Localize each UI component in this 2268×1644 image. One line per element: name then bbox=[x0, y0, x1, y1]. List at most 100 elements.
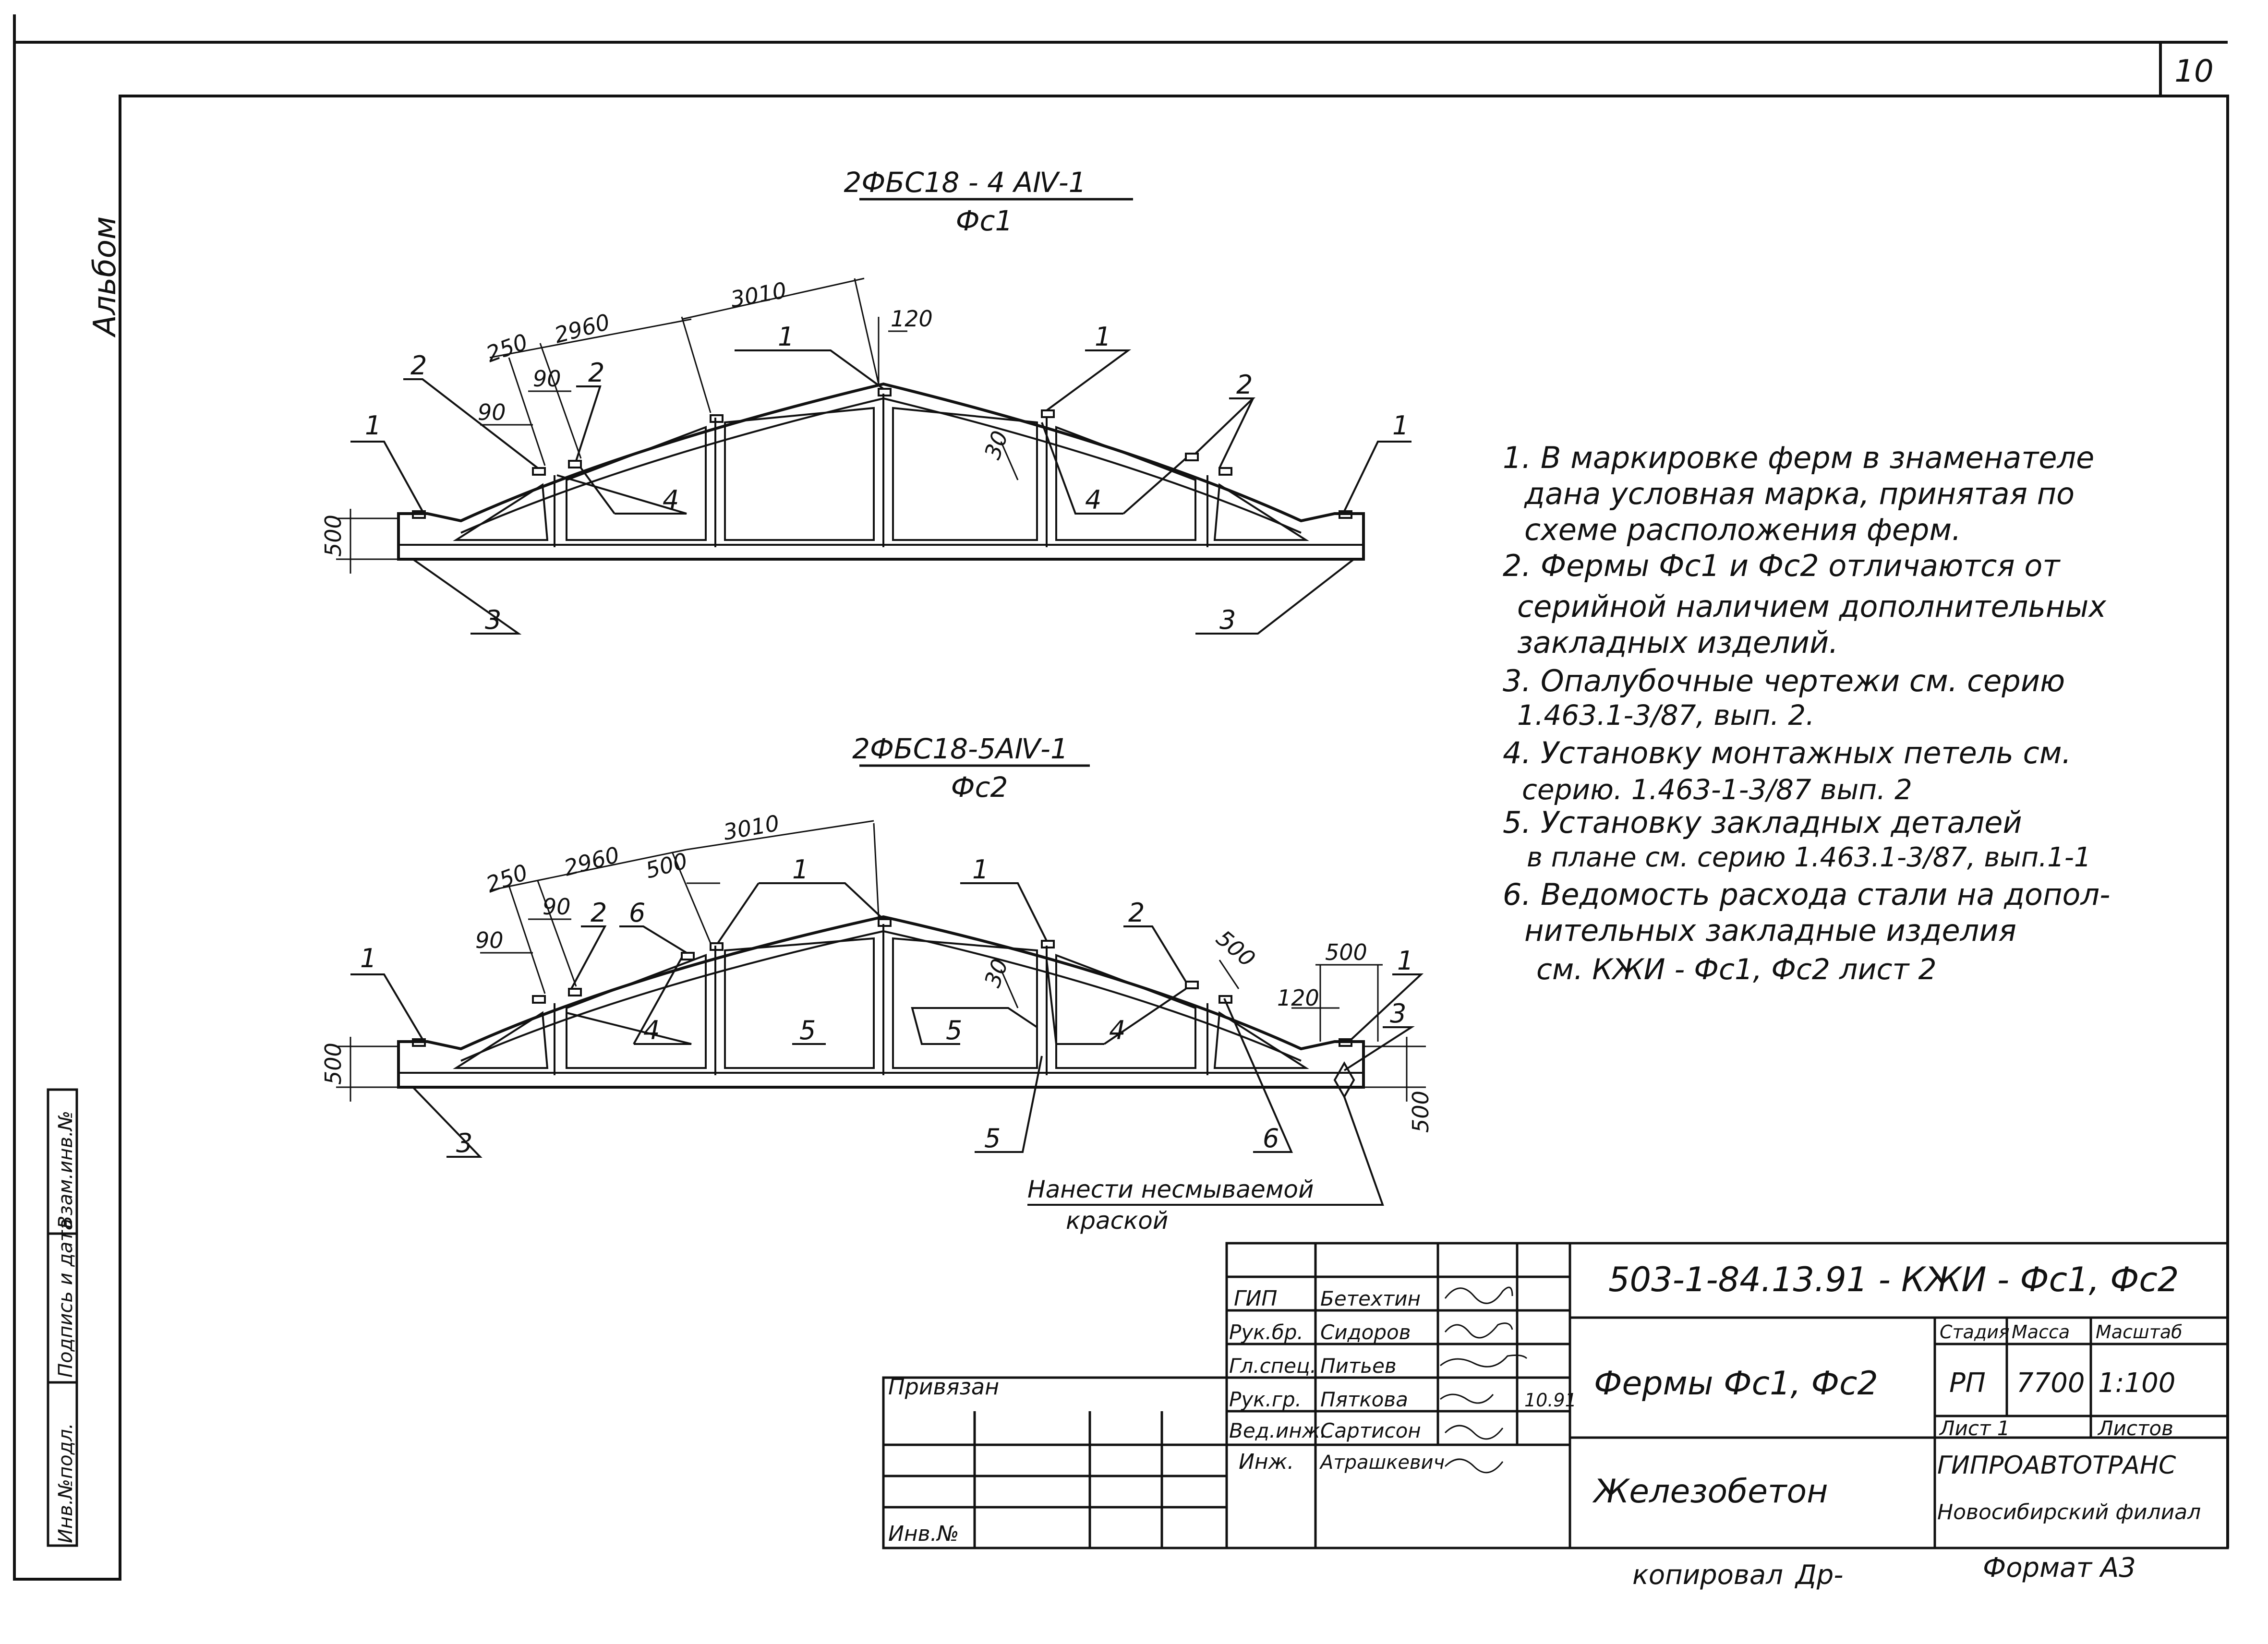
note-line-5: серийной наличием дополнительных bbox=[1517, 589, 2107, 624]
inv-label: Инв.№ bbox=[888, 1522, 959, 1546]
note-line-1: 1. В маркировке ферм в знаменателе bbox=[1503, 440, 2094, 475]
truss-1-dim-90b: 90 bbox=[533, 366, 561, 392]
truss-2-dim-500c: 500 bbox=[1325, 939, 1367, 965]
doc-code: 503-1-84.13.91 - КЖИ - Фс1, Фс2 bbox=[1608, 1260, 2179, 1299]
note-line-13: 6. Ведомость расхода стали на допол- bbox=[1503, 877, 2110, 912]
truss-2-callout-1b: 1 bbox=[792, 854, 808, 885]
truss-1-callout-3a: 3 bbox=[485, 605, 501, 635]
name-2: Сидоров bbox=[1320, 1320, 1411, 1344]
truss-1-dim-90a: 90 bbox=[478, 399, 506, 425]
truss-2-dim-120: 120 bbox=[1277, 985, 1319, 1011]
scale-value: 1:100 bbox=[2098, 1368, 2175, 1399]
name-5: Сартисон bbox=[1320, 1419, 1421, 1442]
truss-1-sub: Фс1 bbox=[956, 204, 1013, 237]
truss-1-callout-2b: 2 bbox=[588, 358, 604, 388]
role-ruk-gr: Рук.гр. bbox=[1229, 1388, 1302, 1411]
truss-2-dim-500-right: 500 bbox=[1408, 1091, 1434, 1133]
truss-1-callout-2a: 2 bbox=[410, 350, 427, 381]
truss-2-dim-2960: 2960 bbox=[561, 841, 622, 881]
name-4: Пяткова bbox=[1320, 1388, 1408, 1411]
truss-1-dim-2960: 2960 bbox=[552, 309, 613, 348]
org-name: ГИПРОАВТОТРАНС bbox=[1937, 1451, 2176, 1480]
notes-block: 1. В маркировке ферм в знаменателе дана … bbox=[1503, 440, 2110, 986]
paint-note-line-2: краской bbox=[1066, 1207, 1168, 1235]
title-block bbox=[882, 1242, 2229, 1549]
format-label: Формат А3 bbox=[1983, 1552, 2136, 1584]
truss-2-dim-250: 250 bbox=[483, 859, 531, 898]
stage-label: Стадия bbox=[1940, 1321, 2010, 1343]
note-line-3: схеме расположения ферм. bbox=[1524, 512, 1961, 547]
truss-1-dim-120: 120 bbox=[891, 306, 933, 332]
truss-1-callout-1b: 1 bbox=[778, 322, 794, 352]
note-line-11: 5. Установку закладных деталей bbox=[1503, 805, 2022, 840]
truss-2-callout-1d: 1 bbox=[1397, 946, 1413, 976]
truss-2-sub: Фс2 bbox=[951, 771, 1008, 804]
attached-label: Привязан bbox=[888, 1374, 999, 1400]
sheet-frame bbox=[13, 14, 2229, 1581]
sheets-label: Листов bbox=[2097, 1416, 2173, 1440]
role-ruk-br: Рук.бр. bbox=[1229, 1320, 1303, 1344]
stamp-inv-podl: Инв.№подл. bbox=[55, 1423, 77, 1543]
truss-1-dim-3010: 3010 bbox=[729, 277, 789, 312]
stamp-signature-date: Подпись и дата bbox=[55, 1219, 77, 1378]
name-3: Питьев bbox=[1320, 1354, 1397, 1378]
truss-1-callout-2c: 2 bbox=[1236, 370, 1253, 400]
truss-1-callout-4b: 4 bbox=[1085, 485, 1101, 515]
note-line-12: в плане см. серию 1.463.1-3/87, вып.1-1 bbox=[1527, 842, 2091, 873]
doc-title: Фермы Фс1, Фс2 bbox=[1594, 1365, 1878, 1403]
paint-note-line-1: Нанести несмываемой bbox=[1027, 1176, 1314, 1203]
note-line-2: дана условная марка, принятая по bbox=[1524, 476, 2075, 511]
truss-2-callout-5b: 5 bbox=[946, 1015, 962, 1045]
truss-2-dim-500-left: 500 bbox=[320, 1043, 346, 1085]
truss-2-callout-5c: 5 bbox=[984, 1123, 1001, 1153]
truss-2-dim-500b: 500 bbox=[1211, 925, 1260, 972]
role-ved-inzh: Вед.инж. bbox=[1229, 1419, 1327, 1442]
role-gip: ГИП bbox=[1234, 1286, 1278, 1311]
truss-2-mark: 2ФБС18-5АⅣ-1 bbox=[852, 732, 1068, 765]
truss-1-callout-1a: 1 bbox=[365, 410, 381, 441]
truss-2-callout-3b: 3 bbox=[1390, 998, 1406, 1029]
truss-2-dim-90b: 90 bbox=[543, 894, 571, 920]
sheet-label: Лист 1 bbox=[1939, 1416, 2010, 1440]
truss-1: 2ФБС18 - 4 АⅣ-1 Фс1 bbox=[320, 166, 1411, 635]
note-line-10: серию. 1.463-1-3/87 вып. 2 bbox=[1522, 773, 1912, 806]
page-number: 10 bbox=[2174, 54, 2213, 89]
note-line-7: 3. Опалубочные чертежи см. серию bbox=[1503, 663, 2065, 698]
truss-2-callout-4a: 4 bbox=[643, 1015, 660, 1045]
truss-2-callout-2a: 2 bbox=[591, 898, 607, 928]
truss-1-panels bbox=[453, 407, 1309, 541]
mass-label: Масса bbox=[2012, 1321, 2070, 1343]
signatures bbox=[1440, 1286, 1528, 1474]
truss-1-callout-1d: 1 bbox=[1392, 410, 1409, 441]
name-1: Бетехтин bbox=[1320, 1287, 1421, 1310]
role-gl-spec: Гл.спец. bbox=[1229, 1354, 1316, 1378]
note-line-4: 2. Фермы Фс1 и Фс2 отличаются от bbox=[1503, 548, 2061, 583]
truss-2-callout-3a: 3 bbox=[456, 1128, 472, 1158]
truss-2-callout-4b: 4 bbox=[1109, 1015, 1125, 1045]
truss-1-dim-250: 250 bbox=[483, 329, 531, 368]
truss-1-callout-1c: 1 bbox=[1095, 322, 1111, 352]
mass-value: 7700 bbox=[2016, 1368, 2085, 1399]
truss-1-callout-4a: 4 bbox=[663, 485, 679, 515]
copied-signature: Др- bbox=[1794, 1560, 1844, 1591]
note-line-9: 4. Установку монтажных петель см. bbox=[1503, 735, 2071, 770]
truss-1-callout-3b: 3 bbox=[1219, 605, 1236, 635]
org-branch: Новосибирский филиал bbox=[1937, 1500, 2201, 1524]
copied-label: копировал bbox=[1632, 1560, 1783, 1591]
note-line-15: см. КЖИ - Фс1, Фс2 лист 2 bbox=[1536, 953, 1937, 986]
truss-1-dim-500: 500 bbox=[320, 515, 346, 557]
album-label: Альбом bbox=[87, 216, 123, 338]
scale-label: Масштаб bbox=[2096, 1321, 2183, 1343]
margin-stamp bbox=[47, 1088, 78, 1547]
truss-1-mark: 2ФБС18 - 4 АⅣ-1 bbox=[844, 166, 1086, 199]
truss-2-callout-1c: 1 bbox=[972, 854, 989, 885]
truss-2-callout-1a: 1 bbox=[360, 943, 376, 973]
truss-2-callout-6b: 6 bbox=[1263, 1123, 1279, 1153]
stage-value: РП bbox=[1949, 1368, 1986, 1399]
name-6: Атрашкевич bbox=[1319, 1452, 1445, 1474]
truss-2-callout-2b: 2 bbox=[1128, 898, 1145, 928]
note-line-14: нительных закладные изделия bbox=[1524, 913, 2016, 948]
role-inzh: Инж. bbox=[1239, 1450, 1294, 1474]
note-line-6: закладных изделий. bbox=[1517, 625, 1838, 660]
